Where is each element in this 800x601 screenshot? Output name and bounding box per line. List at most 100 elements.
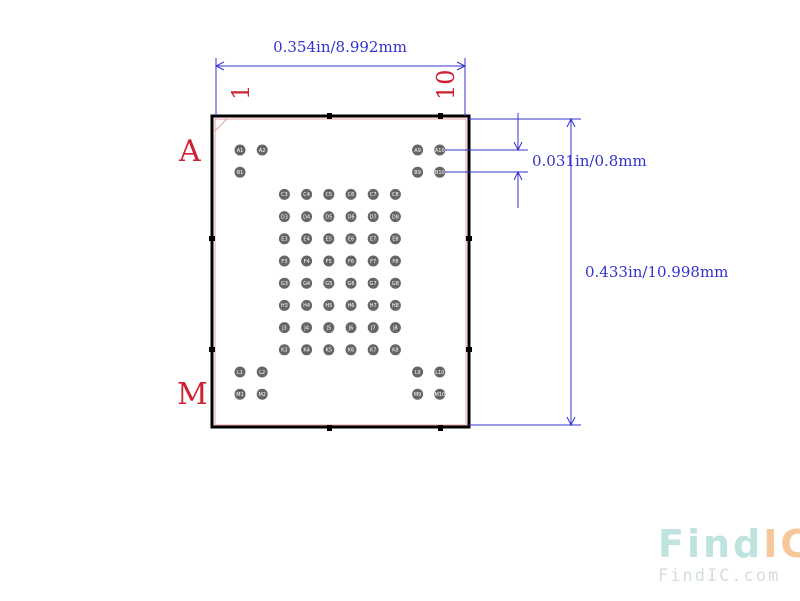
pad-label: C8 xyxy=(392,192,399,198)
pad-f5 xyxy=(323,255,335,267)
pad-g5 xyxy=(323,277,335,289)
width-dimension-label: 0.354in/8.992mm xyxy=(273,38,407,56)
pad-label: K4 xyxy=(303,348,309,354)
pad-label: B9 xyxy=(414,170,421,176)
pad-label: D6 xyxy=(347,214,354,220)
pad-label: J8 xyxy=(392,325,398,331)
pad-j5 xyxy=(323,322,335,334)
pad-label: K7 xyxy=(370,348,376,354)
pad-e4 xyxy=(301,233,313,245)
column-label-last: 10 xyxy=(432,69,460,100)
pad-label: K5 xyxy=(326,348,332,354)
pad-d3 xyxy=(278,211,290,223)
pad-label: A1 xyxy=(237,148,244,154)
pad-label: C3 xyxy=(281,192,288,198)
pad-g6 xyxy=(345,277,357,289)
width-dimension xyxy=(214,58,467,116)
pad-label: E7 xyxy=(370,237,376,243)
pad-d6 xyxy=(345,211,357,223)
watermark: FindIC FindIC.com xyxy=(658,522,800,586)
pad-label: H5 xyxy=(325,303,332,309)
pad-label: J3 xyxy=(281,325,287,331)
pad-e5 xyxy=(323,233,335,245)
watermark-url: FindIC.com xyxy=(658,566,780,586)
pad-b1 xyxy=(234,166,246,178)
pad-h3 xyxy=(278,299,290,311)
pad-g4 xyxy=(301,277,313,289)
pad-m2 xyxy=(256,388,268,400)
pad-m9 xyxy=(412,388,424,400)
pad-label: A2 xyxy=(259,148,266,154)
pad-h7 xyxy=(367,299,379,311)
pad-label: L1 xyxy=(237,370,243,376)
pad-label: L10 xyxy=(435,370,444,376)
pad-label: C5 xyxy=(325,192,332,198)
pad-label: E3 xyxy=(281,237,287,243)
watermark-brand: FindIC xyxy=(658,522,800,566)
pad-label: M2 xyxy=(258,392,266,398)
pad-label: G6 xyxy=(347,281,354,287)
height-dimension-label: 0.433in/10.998mm xyxy=(585,263,728,281)
pad-f8 xyxy=(389,255,401,267)
pad-d8 xyxy=(389,211,401,223)
pad-m10 xyxy=(434,388,446,400)
pad-label: D3 xyxy=(281,214,288,220)
pad-label: C7 xyxy=(370,192,377,198)
pad-label: K3 xyxy=(281,348,287,354)
pad-e6 xyxy=(345,233,357,245)
pad-label: D8 xyxy=(392,214,399,220)
pad-g8 xyxy=(389,277,401,289)
pad-label: B1 xyxy=(237,170,244,176)
pad-l1 xyxy=(234,366,246,378)
pad-label: K8 xyxy=(392,348,398,354)
pad-l10 xyxy=(434,366,446,378)
pad-label: M9 xyxy=(414,392,422,398)
pad-label: J5 xyxy=(325,325,331,331)
pad-j4 xyxy=(301,322,313,334)
pad-label: G5 xyxy=(325,281,332,287)
pin1-chamfer xyxy=(214,118,228,132)
pad-label: K6 xyxy=(348,348,354,354)
pad-label: F6 xyxy=(348,259,354,265)
pad-label: F7 xyxy=(370,259,376,265)
pad-j7 xyxy=(367,322,379,334)
pad-h8 xyxy=(389,299,401,311)
row-label-first: A xyxy=(178,134,201,169)
pad-c5 xyxy=(323,188,335,200)
pad-l2 xyxy=(256,366,268,378)
pad-label: J4 xyxy=(303,325,309,331)
courtyard-outline xyxy=(214,118,467,426)
pad-label: H7 xyxy=(370,303,377,309)
pad-a10 xyxy=(434,144,446,156)
pad-k3 xyxy=(278,344,290,356)
pad-a9 xyxy=(412,144,424,156)
pad-e7 xyxy=(367,233,379,245)
pad-label: G7 xyxy=(370,281,377,287)
pad-label: M10 xyxy=(434,392,445,398)
pad-label: A9 xyxy=(414,148,421,154)
pad-l9 xyxy=(412,366,424,378)
pad-label: A10 xyxy=(435,148,445,154)
pad-f6 xyxy=(345,255,357,267)
pad-k4 xyxy=(301,344,313,356)
pad-c3 xyxy=(278,188,290,200)
pad-label: D7 xyxy=(370,214,377,220)
pad-g7 xyxy=(367,277,379,289)
pad-k8 xyxy=(389,344,401,356)
pad-label: F4 xyxy=(304,259,310,265)
pad-label: E6 xyxy=(348,237,354,243)
pad-a2 xyxy=(256,144,268,156)
pad-b9 xyxy=(412,166,424,178)
pad-j3 xyxy=(278,322,290,334)
pad-c8 xyxy=(389,188,401,200)
package-outline xyxy=(210,114,471,429)
pad-k7 xyxy=(367,344,379,356)
pad-label: L9 xyxy=(415,370,421,376)
pitch-dimension xyxy=(440,113,528,208)
pad-label: F8 xyxy=(392,259,398,265)
pad-label: F3 xyxy=(281,259,287,265)
pad-c7 xyxy=(367,188,379,200)
pad-label: G4 xyxy=(303,281,310,287)
pad-d4 xyxy=(301,211,313,223)
